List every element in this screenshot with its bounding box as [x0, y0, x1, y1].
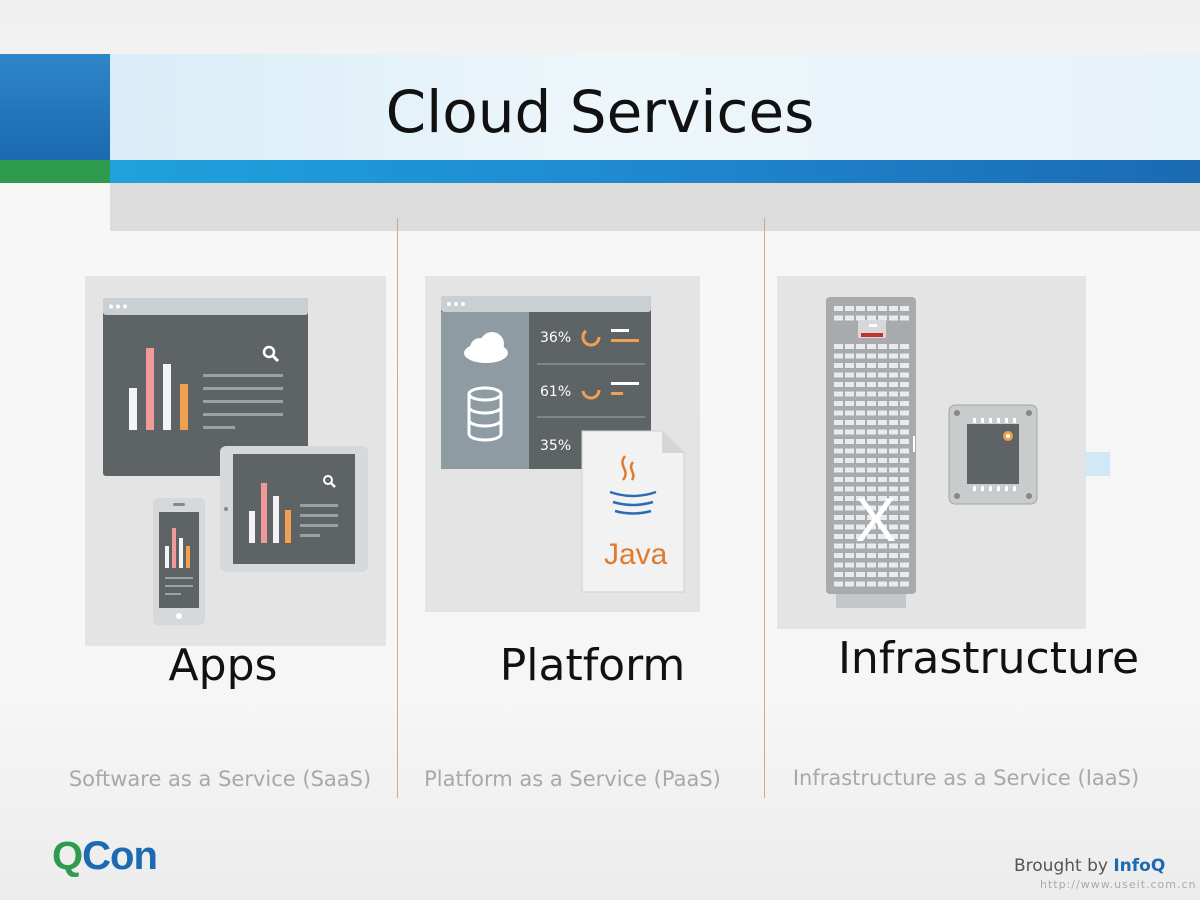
header-stripe [110, 160, 1200, 183]
platform-illustration: 36% 61% 35% Java [425, 276, 700, 612]
column-divider [397, 218, 398, 798]
infrastructure-illustration: X [777, 276, 1086, 629]
qcon-logo-q: Q [52, 834, 83, 878]
column-divider [764, 218, 765, 798]
cpu-chip-icon [948, 404, 1038, 505]
java-logo-text: Java [604, 538, 668, 571]
column-subtitle-iaas: Infrastructure as a Service (IaaS) [792, 766, 1140, 790]
stat-value-3: 35% [540, 438, 571, 454]
column-subtitle-saas: Software as a Service (SaaS) [68, 767, 372, 791]
stat-value-2: 61% [540, 384, 571, 400]
browser-chart-icon [103, 298, 308, 476]
column-subtitle-paas: Platform as a Service (PaaS) [424, 767, 721, 791]
header-green-block [0, 160, 110, 183]
infoq-logo: InfoQ [1113, 856, 1166, 876]
header-gray-bar [110, 183, 1200, 231]
qcon-logo: QCon [52, 834, 158, 879]
server-mark: X [855, 486, 896, 555]
header-band [110, 54, 1200, 160]
accent-square [1086, 452, 1110, 476]
dashboard-window: 36% 61% 35% [441, 296, 651, 469]
column-label-infrastructure: Infrastructure [837, 633, 1140, 684]
slide-title: Cloud Services [385, 78, 815, 146]
apps-illustration [85, 276, 386, 646]
phone-chart-icon [153, 498, 205, 625]
brought-by-text: Brought by [1014, 856, 1108, 876]
stat-value-1: 36% [540, 330, 571, 346]
tablet-chart-icon [220, 446, 368, 572]
cloud-icon [464, 332, 508, 363]
column-label-apps: Apps [168, 640, 278, 691]
server-rack-icon: X [826, 297, 916, 608]
header-blue-block [0, 54, 110, 160]
watermark-url: http://www.useit.com.cn [1040, 878, 1197, 891]
column-label-platform: Platform [499, 640, 686, 691]
brought-by: Brought by InfoQ [1014, 856, 1165, 876]
database-icon [467, 386, 503, 442]
java-file-icon: Java [581, 430, 685, 593]
qcon-logo-con: Con [82, 834, 158, 878]
